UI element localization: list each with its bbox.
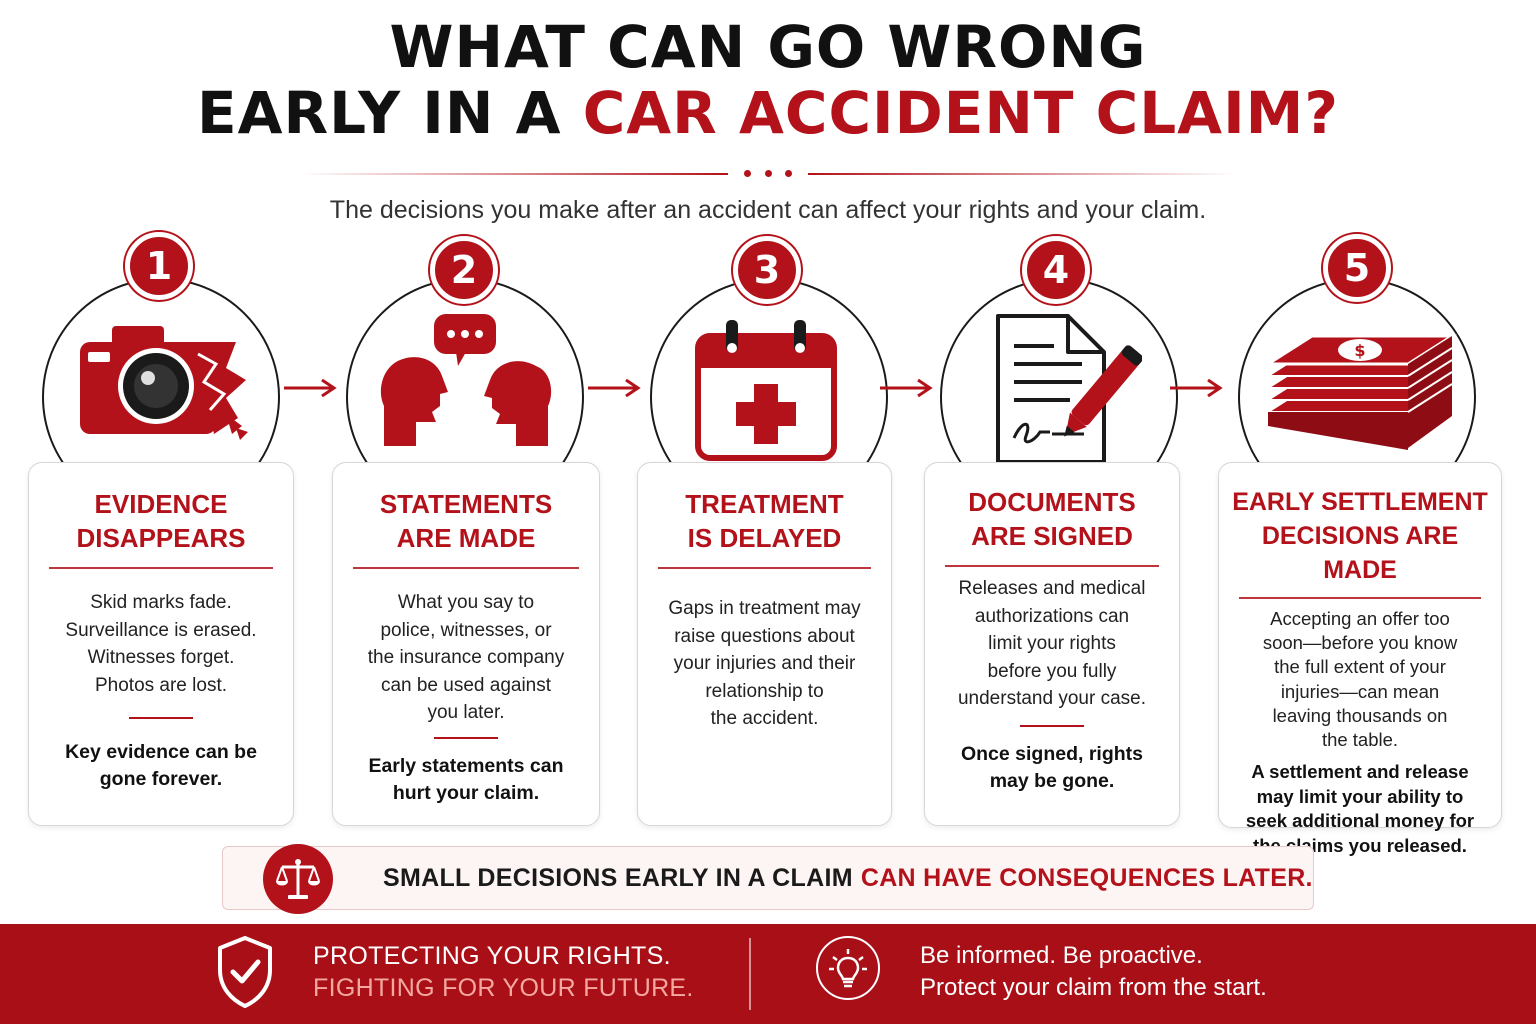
footer-left-line-1: PROTECTING YOUR RIGHTS. — [313, 942, 671, 970]
body-line: the accident. — [710, 708, 819, 729]
step-number-badge: 2 — [430, 236, 498, 304]
footer-right-line-2: Protect your claim from the start. — [920, 974, 1267, 1001]
conclusion-line: may be gone. — [989, 769, 1115, 792]
step-title-line-1: TREATMENT — [685, 489, 844, 519]
step-title: EARLY SETTLEMENT DECISIONS ARE MADE — [1219, 485, 1501, 587]
money-stack-icon: $ — [1262, 330, 1458, 465]
step-conclusion: Once signed, rights may be gone. — [925, 741, 1179, 795]
body-line: Releases and medical — [958, 578, 1146, 599]
body-line: authorizations can — [974, 605, 1130, 627]
step-card: DOCUMENTS ARE SIGNED Releases and medica… — [924, 462, 1180, 826]
body-line: your injuries and their — [673, 653, 856, 674]
broken-camera-icon — [76, 318, 256, 463]
body-line: police, witnesses, or — [380, 619, 552, 641]
conclusion-line: seek additional money for — [1245, 810, 1475, 832]
body-line: before you fully — [987, 660, 1117, 682]
step-title: TREATMENT IS DELAYED — [638, 487, 891, 555]
step-title-line-1: EARLY SETTLEMENT — [1232, 488, 1488, 516]
title-line-2-red: CAR ACCIDENT CLAIM? — [582, 79, 1340, 147]
step-card: EARLY SETTLEMENT DECISIONS ARE MADE Acce… — [1218, 462, 1502, 856]
step-title-line-1: STATEMENTS — [379, 489, 553, 519]
step-body: What you say to police, witnesses, or th… — [333, 589, 599, 727]
title-divider — [298, 170, 1238, 177]
step-title-line-2: IS DELAYED — [687, 523, 842, 553]
step-body: Gaps in treatment may raise questions ab… — [638, 595, 891, 733]
conclusion-line: hurt your claim. — [392, 781, 540, 804]
step-body: Releases and medical authorizations can … — [925, 575, 1179, 713]
body-line: raise questions about — [674, 625, 855, 647]
body-line: you later. — [427, 702, 505, 723]
body-line: understand your case. — [957, 688, 1146, 709]
step-title-line-1: EVIDENCE — [94, 489, 228, 519]
signed-document-icon — [992, 312, 1143, 473]
body-line: the table. — [1321, 729, 1399, 751]
body-line: leaving thousands on — [1272, 704, 1448, 726]
arrow-right-icon — [1170, 378, 1223, 398]
conclusion-line: Early statements can — [368, 754, 564, 777]
svg-text:$: $ — [1354, 341, 1365, 360]
scales-of-justice-icon — [263, 844, 333, 914]
body-line: Accepting an offer too — [1270, 608, 1450, 629]
body-line: Surveillance is erased. — [65, 619, 257, 641]
arrow-right-icon — [284, 378, 337, 398]
body-line: Photos are lost. — [94, 674, 228, 696]
step-title: STATEMENTS ARE MADE — [333, 487, 599, 555]
conversation-heads-icon — [376, 310, 556, 461]
step-body: Accepting an offer too soon—before you k… — [1219, 607, 1501, 752]
body-line: limit your rights — [988, 633, 1116, 654]
step-conclusion: Key evidence can be gone forever. — [29, 739, 293, 793]
step-title: EVIDENCE DISAPPEARS — [29, 487, 293, 555]
step-card: TREATMENT IS DELAYED Gaps in treatment m… — [637, 462, 892, 826]
step-conclusion: Early statements can hurt your claim. — [333, 753, 599, 807]
banner-text-red: CAN HAVE CONSEQUENCES LATER. — [860, 864, 1313, 892]
arrow-right-icon — [588, 378, 641, 398]
step-title-line-2: DISAPPEARS — [76, 523, 246, 553]
footer-divider — [749, 938, 751, 1010]
conclusion-line: Once signed, rights — [960, 742, 1144, 765]
step-body: Skid marks fade. Surveillance is erased.… — [29, 589, 293, 699]
title-line-2-dark: EARLY IN A — [196, 79, 562, 147]
body-line: Witnesses forget. — [87, 647, 235, 668]
step-number-badge: 1 — [125, 232, 193, 300]
body-line: the insurance company — [367, 647, 565, 668]
step-card: STATEMENTS ARE MADE What you say to poli… — [332, 462, 600, 826]
body-line: soon—before you know — [1262, 632, 1458, 654]
body-line: Skid marks fade. — [90, 592, 232, 613]
step-number-badge: 5 — [1323, 234, 1391, 302]
medical-calendar-icon — [692, 318, 842, 469]
footer: PROTECTING YOUR RIGHTS. FIGHTING FOR YOU… — [0, 924, 1536, 1024]
conclusion-line: A settlement and release — [1251, 761, 1469, 783]
step-number-badge: 3 — [733, 236, 801, 304]
lightbulb-icon — [816, 936, 880, 1000]
step-conclusion: A settlement and release may limit your … — [1219, 760, 1501, 858]
body-line: the full extent of your — [1274, 656, 1446, 678]
body-line: can be used against — [380, 674, 552, 696]
footer-left-line-2: FIGHTING FOR YOUR FUTURE. — [313, 974, 694, 1002]
banner-text-dark: SMALL DECISIONS EARLY IN A CLAIM — [383, 864, 853, 892]
step-title-line-2: ARE MADE — [396, 523, 536, 553]
title-line-1: WHAT CAN GO WRONG — [389, 13, 1147, 81]
step-title-line-2: DECISIONS ARE MADE — [1261, 522, 1459, 584]
conclusion-line: may limit your ability to — [1256, 785, 1464, 807]
step-title-line-1: DOCUMENTS — [968, 487, 1136, 517]
body-line: Gaps in treatment may — [668, 598, 861, 619]
subtitle: The decisions you make after an accident… — [329, 196, 1207, 224]
body-line: injuries—can mean — [1280, 680, 1440, 702]
page-title: WHAT CAN GO WRONG EARLY IN A CAR ACCIDEN… — [0, 14, 1536, 146]
body-line: relationship to — [705, 680, 824, 702]
step-title-line-2: ARE SIGNED — [971, 521, 1133, 551]
step-number-badge: 4 — [1022, 236, 1090, 304]
step-title: DOCUMENTS ARE SIGNED — [925, 485, 1179, 553]
body-line: What you say to — [397, 592, 535, 613]
conclusion-line: gone forever. — [99, 768, 223, 790]
step-card: EVIDENCE DISAPPEARS Skid marks fade. Sur… — [28, 462, 294, 826]
shield-check-icon — [216, 934, 274, 1015]
footer-right-line-1: Be informed. Be proactive. — [920, 942, 1203, 969]
title-line-2: EARLY IN A CAR ACCIDENT CLAIM? — [0, 80, 1536, 146]
arrow-right-icon — [880, 378, 933, 398]
conclusion-line: Key evidence can be — [65, 741, 257, 763]
